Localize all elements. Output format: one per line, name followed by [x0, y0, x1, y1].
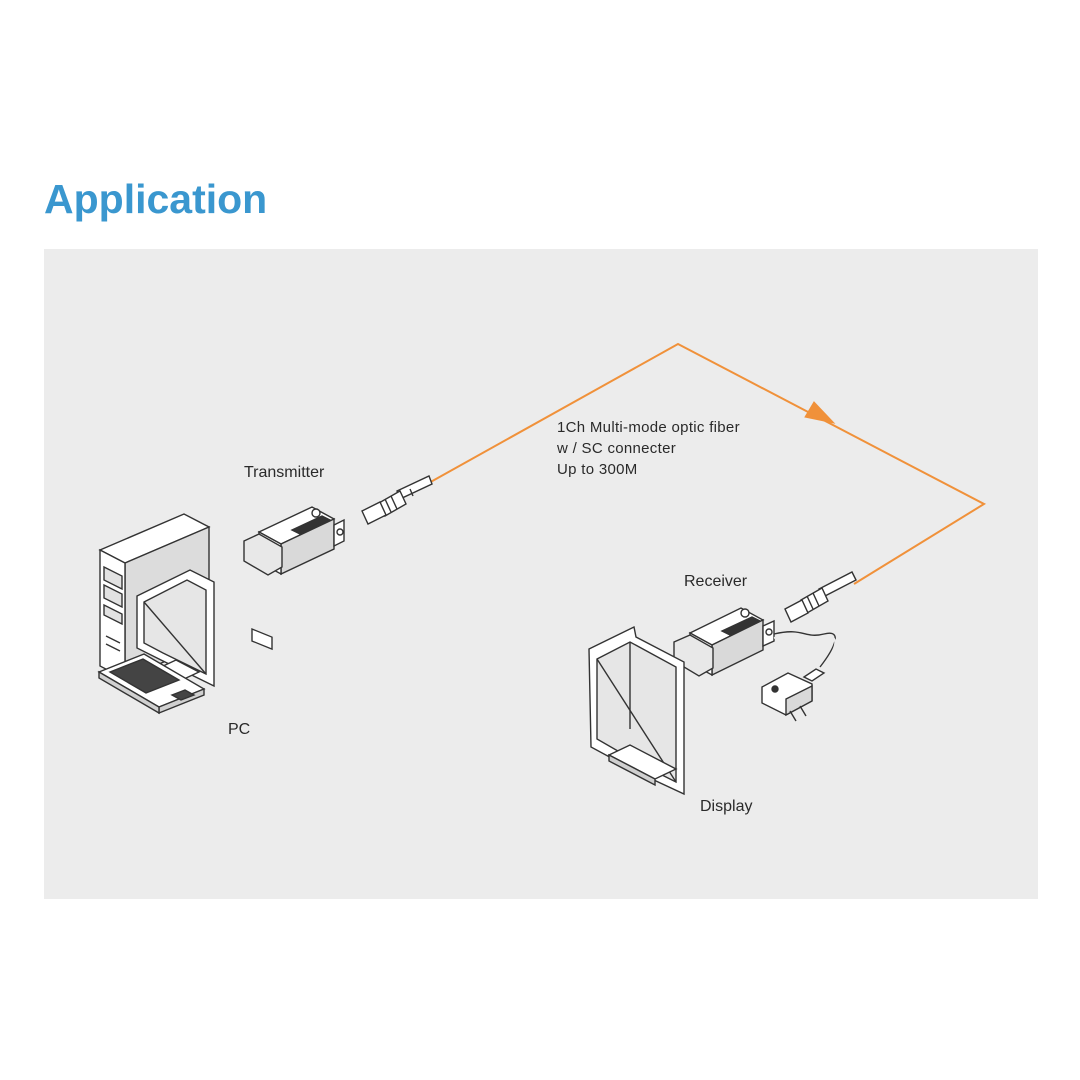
- pc-label: PC: [228, 721, 251, 738]
- application-diagram: Transmitter Receiver PC Display 1Ch Mult…: [44, 249, 1038, 899]
- fiber-cable: [426, 342, 987, 585]
- fiber-note-line-3: Up to 300M: [557, 461, 638, 478]
- page-title: Application: [44, 176, 268, 222]
- receiver-label: Receiver: [684, 573, 748, 590]
- transmitter-label: Transmitter: [244, 464, 325, 481]
- power-adapter-icon: [761, 631, 837, 722]
- transmitter-sc-connector-icon: [361, 475, 433, 525]
- display-label: Display: [700, 798, 753, 815]
- fiber-note-line-1: 1Ch Multi-mode optic fiber: [557, 419, 740, 436]
- pc-keyboard-icon: [97, 653, 206, 715]
- transmitter-module-icon: [243, 506, 345, 651]
- fiber-direction-arrow-icon: [804, 401, 836, 424]
- receiver-module-icon: [673, 607, 775, 677]
- display-monitor-icon: [588, 625, 685, 796]
- fiber-note: 1Ch Multi-mode optic fiber w / SC connec…: [557, 417, 740, 480]
- pc-monitor-icon: [136, 569, 215, 688]
- fiber-note-line-2: w / SC connecter: [557, 440, 677, 457]
- receiver-sc-connector-icon: [784, 571, 857, 623]
- diagram-canvas: [97, 342, 987, 796]
